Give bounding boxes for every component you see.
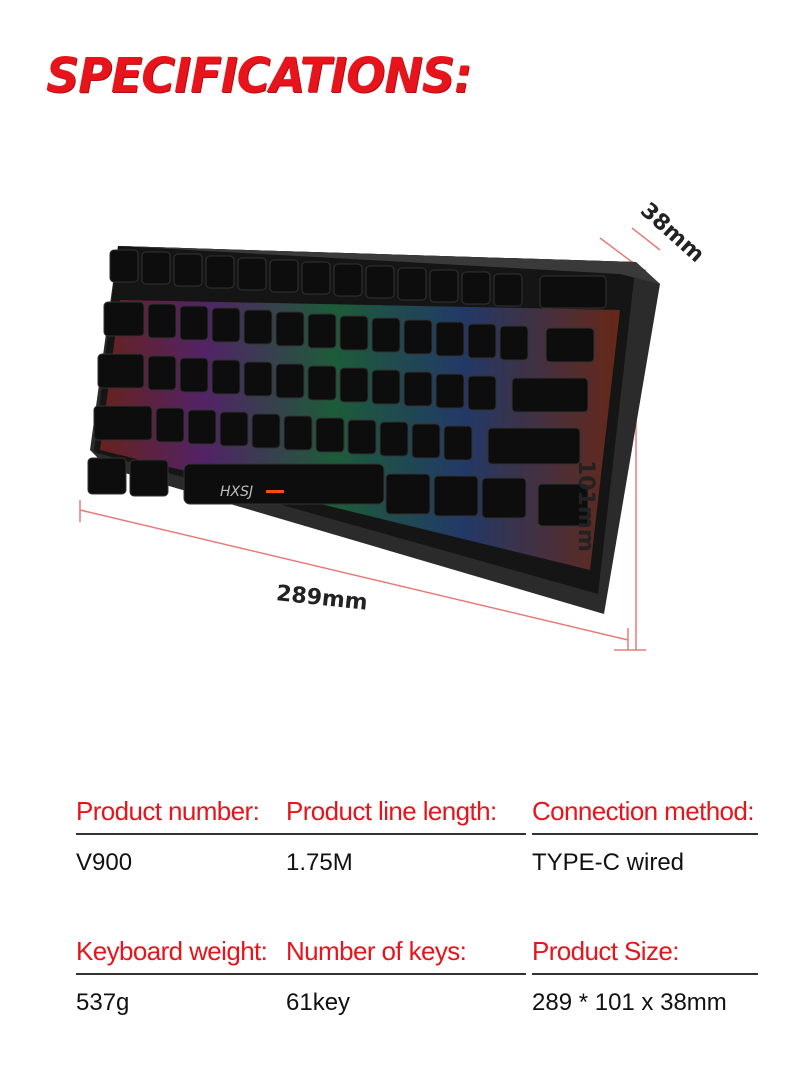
height-dimension-label: 101mm bbox=[573, 460, 598, 552]
keyboard-image: HXSJ bbox=[79, 227, 661, 651]
spec-line-length: Product line length: 1.75M bbox=[286, 796, 526, 877]
spec-label: Connection method: bbox=[532, 796, 758, 835]
product-figure: HXSJ 289mm 101mm 38mm bbox=[0, 150, 800, 710]
brand-logo: HXSJ bbox=[220, 484, 253, 500]
spec-value: 1.75M bbox=[286, 849, 353, 876]
spec-label: Product line length: bbox=[286, 796, 526, 835]
spec-product-number: Product number: V900 bbox=[76, 796, 316, 877]
spec-product-size: Product Size: 289 * 101 x 38mm bbox=[532, 936, 758, 1017]
spec-value: V900 bbox=[76, 849, 133, 876]
spec-label: Product Size: bbox=[532, 936, 758, 975]
page-title: SPECIFICATIONS: bbox=[46, 46, 472, 104]
spec-label: Product number: bbox=[76, 796, 316, 835]
spec-label: Number of keys: bbox=[286, 936, 526, 975]
spec-value: 61key bbox=[286, 989, 351, 1016]
spec-connection-method: Connection method: TYPE-C wired bbox=[532, 796, 758, 877]
spec-number-of-keys: Number of keys: 61key bbox=[286, 936, 526, 1017]
spec-value: TYPE-C wired bbox=[532, 849, 685, 876]
spec-label: Keyboard weight: bbox=[76, 936, 316, 975]
spec-value: 537g bbox=[76, 989, 130, 1016]
spec-keyboard-weight: Keyboard weight: 537g bbox=[76, 936, 316, 1017]
spec-value: 289 * 101 x 38mm bbox=[532, 989, 727, 1016]
